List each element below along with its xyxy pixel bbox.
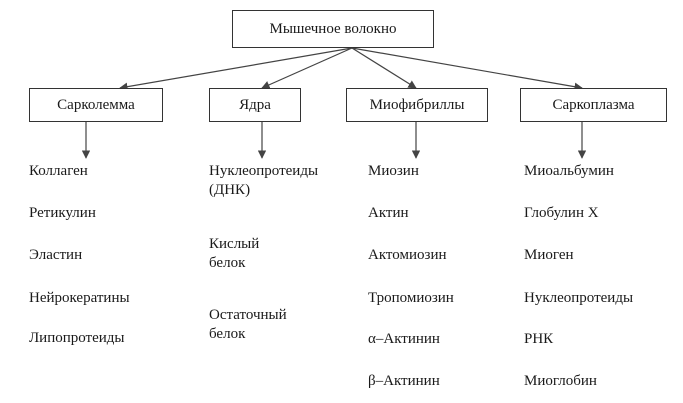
component-item: Миоглобин	[524, 373, 597, 389]
component-item: Кислый белок	[209, 236, 260, 271]
component-item: Актомиозин	[368, 247, 447, 263]
component-item: Миозин	[368, 163, 419, 179]
component-item: РНК	[524, 331, 554, 347]
branch-label-nuclei: Ядра	[239, 96, 271, 113]
arrow-root-to-sarcoplasm	[351, 47, 583, 91]
component-item: Миоальбумин	[524, 163, 614, 179]
branch-box-sarcolemma: Сарколемма	[29, 88, 163, 122]
branch-label-sarcoplasm: Саркоплазма	[552, 96, 635, 113]
component-item: Остаточный белок	[209, 307, 287, 342]
arrow-root-to-myofibrils	[351, 47, 417, 89]
component-item: Глобулин X	[524, 205, 599, 221]
branch-label-sarcolemma: Сарколемма	[57, 96, 135, 113]
arrow-root-to-nuclei	[261, 47, 353, 89]
component-item: Липопротеиды	[29, 330, 125, 346]
component-item: Нуклеопротеиды	[524, 290, 634, 306]
component-item: Коллаген	[29, 163, 88, 179]
branch-box-myofibrils: Миофибриллы	[346, 88, 488, 122]
component-item: α–Актинин	[368, 331, 440, 347]
root-box: Мышечное волокно	[232, 10, 434, 48]
component-item: Нейрокератины	[29, 290, 130, 306]
component-item: β–Актинин	[368, 373, 440, 389]
arrow-root-to-sarcolemma	[119, 47, 353, 91]
root-label: Мышечное волокно	[269, 20, 397, 37]
branch-label-myofibrils: Миофибриллы	[369, 96, 465, 113]
branch-box-sarcoplasm: Саркоплазма	[520, 88, 667, 122]
branch-box-nuclei: Ядра	[209, 88, 301, 122]
component-item: Ретикулин	[29, 205, 96, 221]
component-item: Тропомиозин	[368, 290, 454, 306]
component-item: Нуклеопротеиды (ДНК)	[209, 163, 319, 198]
component-item: Эластин	[29, 247, 83, 263]
component-item: Миоген	[524, 247, 574, 263]
component-item: Актин	[368, 205, 409, 221]
